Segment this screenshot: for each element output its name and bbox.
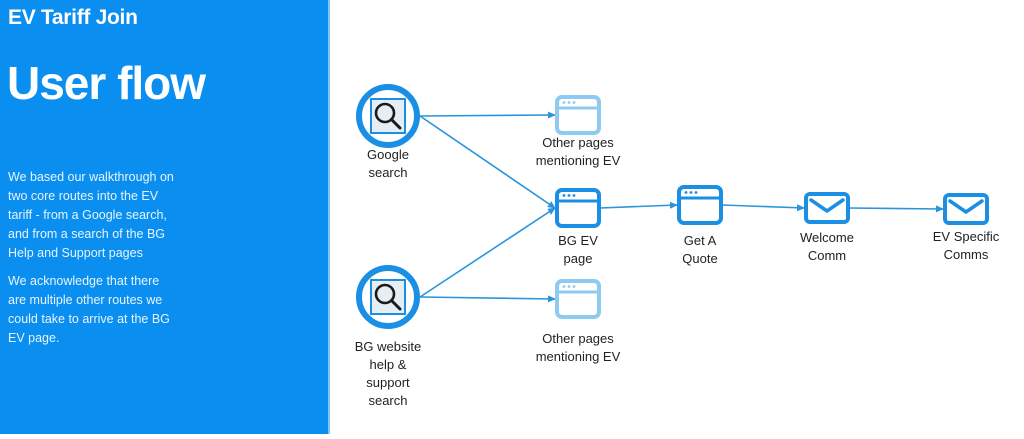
node-label-line: BG website [354, 339, 422, 354]
flow-arrow-welcome-to-evcomms [848, 205, 944, 213]
node-label-line: BG EV [558, 233, 598, 248]
flow-node-other2 [555, 279, 601, 319]
browser-window-icon [555, 188, 601, 228]
node-label-line: Other pages [542, 135, 614, 150]
sidebar-divider [328, 0, 330, 434]
flow-node-bgev [555, 188, 601, 228]
node-label-line: Comms [943, 247, 989, 262]
flow-arrow-bgev-to-quote [599, 201, 678, 209]
description-line: We based our walkthrough on [8, 170, 174, 184]
node-label-other1: Other pages mentioning EV [536, 134, 621, 170]
node-label-line: Other pages [542, 331, 614, 346]
node-label-line: Google [367, 147, 409, 162]
sidebar: EV Tariff Join User flow We based our wa… [0, 0, 328, 434]
flow-arrow-quote-to-welcome [721, 204, 805, 212]
description-line: two core routes into the EV [8, 189, 159, 203]
node-label-bgsearch: BG website help & support search [355, 338, 421, 410]
browser-window-icon [555, 279, 601, 319]
description-line: EV page. [8, 331, 60, 345]
node-label-line: Quote [682, 251, 718, 266]
envelope-icon [804, 192, 850, 224]
description-line: Help and Support pages [8, 246, 143, 260]
user-flow-diagram: Google search BG website help & support searc… [330, 0, 1024, 434]
node-label-quote: Get A Quote [682, 232, 717, 268]
node-label-line: Get A [683, 233, 717, 248]
node-label-line: search [368, 165, 408, 180]
flow-arrow-google-to-bgev [419, 115, 556, 209]
node-label-line: page [563, 251, 593, 266]
flow-arrow-bgsearch-to-other2 [419, 295, 556, 303]
search-icon [370, 279, 406, 315]
description-paragraph-1: We based our walkthrough on two core rout… [8, 168, 198, 263]
flow-arrow-google-to-other1 [419, 111, 556, 119]
flow-node-google [356, 84, 420, 148]
node-label-google: Google search [367, 146, 409, 182]
node-label-line: search [368, 393, 408, 408]
page-title: User flow [7, 57, 206, 109]
browser-window-icon [555, 95, 601, 135]
description-paragraph-2: We acknowledge that there are multiple ot… [8, 272, 198, 348]
node-label-line: mentioning EV [535, 153, 621, 168]
node-label-line: help & [369, 357, 407, 372]
node-label-line: EV Specific [932, 229, 1000, 244]
flow-node-evcomms [943, 193, 989, 225]
search-icon [370, 98, 406, 134]
flow-arrow-bgsearch-to-bgev [419, 207, 556, 298]
flow-node-quote [677, 185, 723, 225]
description-line: are multiple other routes we [8, 293, 163, 307]
flow-node-other1 [555, 95, 601, 135]
description-line: We acknowledge that there [8, 274, 160, 288]
node-label-other2: Other pages mentioning EV [536, 330, 621, 366]
node-label-line: Welcome [800, 230, 854, 245]
node-label-line: support [366, 375, 410, 390]
browser-window-icon [677, 185, 723, 225]
node-label-line: mentioning EV [535, 349, 621, 364]
flow-node-bgsearch [356, 265, 420, 329]
envelope-icon [943, 193, 989, 225]
flow-canvas [356, 84, 989, 329]
node-label-bgev: BG EV page [558, 232, 598, 268]
description-line: and from a search of the BG [8, 227, 166, 241]
flow-node-welcome [804, 192, 850, 224]
description-line: could take to arrive at the BG [8, 312, 170, 326]
eyebrow-title: EV Tariff Join [8, 6, 138, 29]
node-label-line: Comm [807, 248, 847, 263]
description-line: tariff - from a Google search, [8, 208, 167, 222]
